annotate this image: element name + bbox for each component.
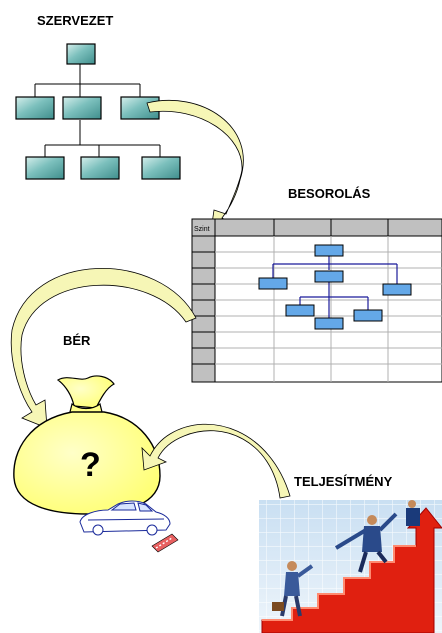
grid-corner-label: Szint <box>194 226 210 233</box>
bag-question-mark: ? <box>80 446 101 484</box>
grid-org-chart <box>272 256 398 318</box>
grid-org-boxes <box>258 244 412 330</box>
money-bundle-icon <box>151 533 179 553</box>
car-icon <box>79 500 171 536</box>
organization-title: SZERVEZET <box>37 13 114 28</box>
arrow-performance-to-wage <box>141 423 291 499</box>
org-boxes <box>15 43 181 180</box>
wage-title: BÉR <box>63 333 91 348</box>
performance-title: TELJESÍTMÉNY <box>294 474 393 489</box>
org-box-l1-a <box>15 96 55 120</box>
person-top-icon <box>406 500 420 526</box>
org-box-l2-a <box>25 156 65 180</box>
org-box-l2-b <box>80 156 120 180</box>
org-chart <box>34 64 161 157</box>
classification-grid: Szint <box>191 218 442 383</box>
org-box-root <box>66 43 96 65</box>
money-bag: ? <box>13 375 161 515</box>
org-box-l1-b <box>62 96 102 120</box>
arrow-classification-to-wage <box>10 268 197 429</box>
person-lower-icon <box>272 561 314 617</box>
performance-picture <box>259 500 442 633</box>
org-box-l2-c <box>141 156 181 180</box>
classification-title: BESOROLÁS <box>288 186 371 201</box>
person-upper-icon <box>334 512 398 573</box>
